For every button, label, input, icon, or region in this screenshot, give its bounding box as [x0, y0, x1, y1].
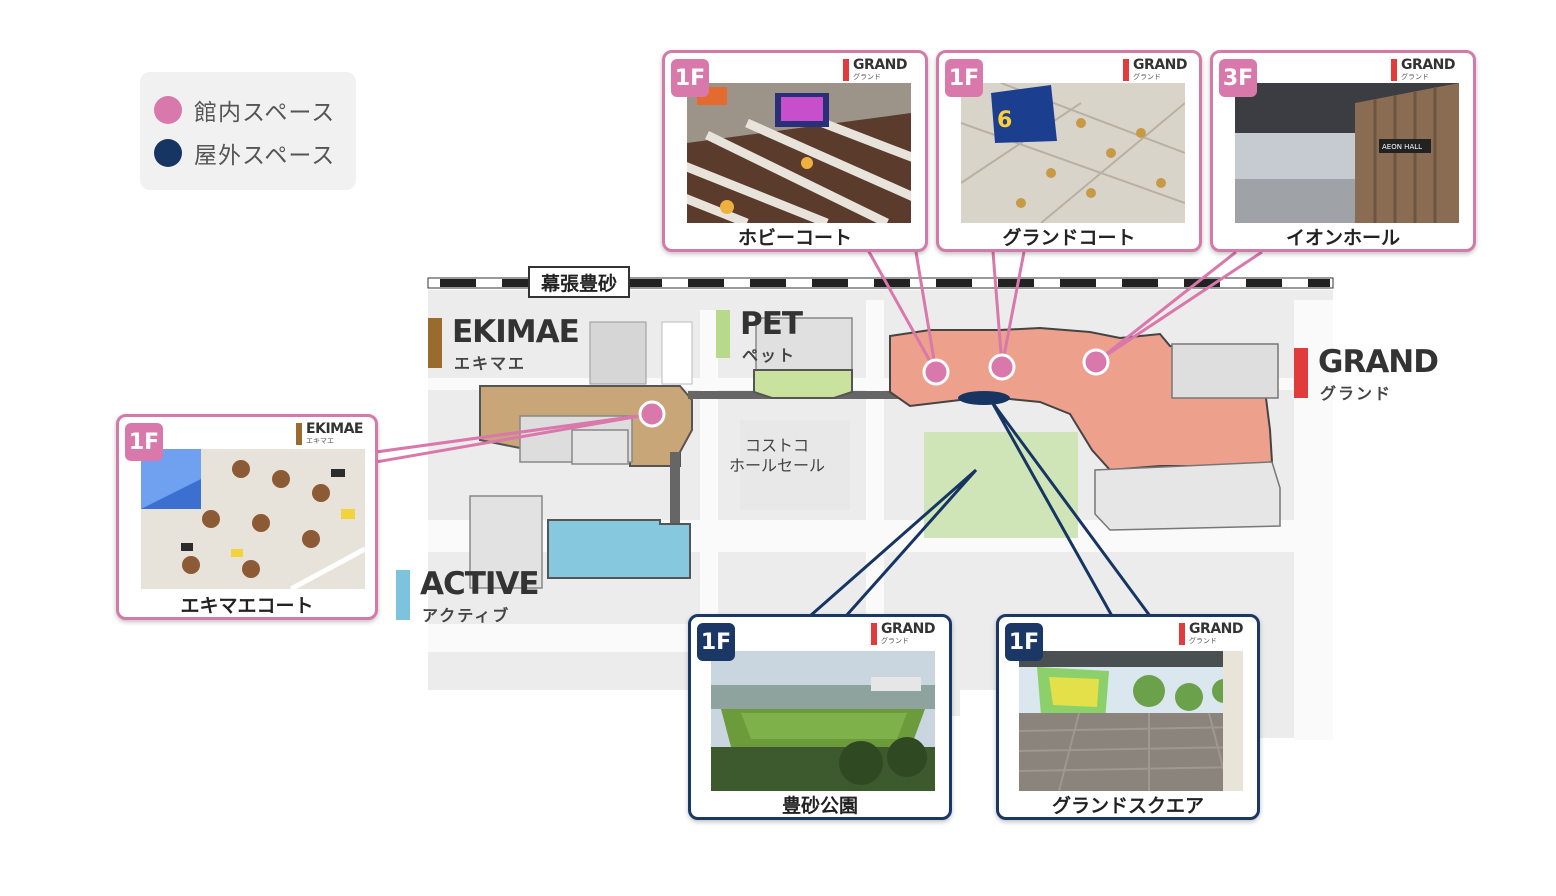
- indoor-pins: [638, 348, 1110, 428]
- floor-badge: 1F: [1005, 623, 1043, 661]
- brand-kana: グランド: [1189, 637, 1218, 645]
- brand-tag: GRAND グランド: [1391, 57, 1455, 83]
- walkway: [670, 452, 680, 526]
- floor-badge: 1F: [945, 59, 983, 97]
- active-building: [547, 519, 691, 579]
- floor-badge: 1F: [697, 623, 735, 661]
- structure: [661, 321, 693, 385]
- brand-color-bar: [871, 623, 878, 645]
- road: [428, 624, 688, 652]
- grand-court-photo: 6: [961, 83, 1185, 223]
- brand-tag: GRAND グランド: [1123, 57, 1187, 83]
- costco-block: [740, 420, 850, 510]
- legend: 館内スペース 屋外スペース: [140, 72, 356, 190]
- brand-tag: EKIMAE エキマエ: [296, 421, 363, 447]
- card-ekimae-court[interactable]: 1F EKIMAE エキマエ エキマエコート: [116, 414, 378, 620]
- floor-badge: 1F: [671, 59, 709, 97]
- brand-color-bar: [296, 423, 303, 445]
- brand-kana: グランド: [853, 73, 882, 81]
- ekimae-court-photo: [141, 449, 365, 589]
- brand-name: GRAND: [1133, 57, 1187, 73]
- hobby-court-photo: [687, 83, 911, 223]
- card-grand-square[interactable]: 1F GRAND グランド グランドスクエア: [996, 614, 1260, 820]
- grand-zone-label: GRAND: [1318, 344, 1439, 380]
- grand-annex-south: [1094, 461, 1281, 531]
- station-label: 幕張豊砂: [528, 266, 630, 298]
- legend-label: 屋外スペース: [194, 143, 336, 169]
- svg-text:6: 6: [997, 108, 1012, 133]
- active-zone-label: ACTIVE: [420, 566, 540, 602]
- costco-label: コストコ ホールセール: [722, 436, 832, 476]
- ekimae-zone-label: EKIMAE: [452, 314, 580, 350]
- ekimae-inner: [571, 429, 629, 465]
- brand-name: GRAND: [1189, 621, 1243, 637]
- active-color-bar: [396, 570, 410, 620]
- brand-kana: グランド: [1401, 73, 1430, 81]
- active-zone-kana: アクティブ: [422, 606, 511, 625]
- card-title: ホビーコート: [737, 227, 852, 249]
- costco-label-line2: ホールセール: [728, 456, 825, 475]
- card-title: 豊砂公園: [781, 795, 858, 817]
- grand-annex: [1171, 343, 1279, 399]
- grand-square-photo: [1019, 651, 1243, 791]
- legend-label: 館内スペース: [194, 100, 336, 126]
- ekimae-color-bar: [428, 318, 442, 368]
- toyosuna-park-photo: [711, 651, 935, 791]
- brand-name: GRAND: [1401, 57, 1455, 73]
- structure: [589, 321, 647, 385]
- brand-tag: GRAND グランド: [1179, 621, 1243, 647]
- brand-name: GRAND: [881, 621, 935, 637]
- legend-item-indoor: 館内スペース: [154, 93, 335, 127]
- brand-kana: グランド: [881, 637, 910, 645]
- grand-zone-kana: グランド: [1320, 384, 1393, 403]
- brand-kana: エキマエ: [306, 437, 335, 445]
- aeon-hall-photo: AEON HALL: [1235, 83, 1459, 223]
- card-toyosuna-park[interactable]: 1F GRAND グランド 豊砂公園: [688, 614, 952, 820]
- card-aeon-hall[interactable]: AEON HALL 3F GRAND グランド イオンホール: [1210, 50, 1476, 252]
- card-title: グランドスクエア: [1051, 795, 1204, 817]
- pet-color-bar: [716, 310, 730, 358]
- brand-color-bar: [1391, 59, 1398, 81]
- costco-label-line1: コストコ: [744, 436, 809, 455]
- brand-name: EKIMAE: [306, 421, 363, 437]
- active-annex: [469, 495, 543, 589]
- pet-building: [753, 369, 853, 399]
- pet-zone-kana: ペット: [742, 346, 797, 365]
- card-title: グランドコート: [1002, 227, 1136, 249]
- floor-badge: 1F: [125, 423, 163, 461]
- brand-tag: GRAND グランド: [871, 621, 935, 647]
- indoor-dot-icon: [154, 96, 182, 124]
- grand-color-bar: [1294, 348, 1308, 398]
- card-hobby-court[interactable]: 1F GRAND グランド ホビーコート: [662, 50, 928, 252]
- brand-color-bar: [1123, 59, 1130, 81]
- pet-zone-label: PET: [740, 306, 803, 342]
- aeon-hall-sign: AEON HALL: [1382, 143, 1422, 151]
- road: [700, 310, 718, 710]
- card-title: エキマエコート: [180, 595, 314, 617]
- card-grand-court[interactable]: 6 1F GRAND グランド グランドコート: [936, 50, 1202, 252]
- brand-color-bar: [1179, 623, 1186, 645]
- legend-item-outdoor: 屋外スペース: [154, 136, 335, 170]
- ekimae-zone-kana: エキマエ: [454, 354, 527, 373]
- card-title: イオンホール: [1285, 227, 1400, 249]
- brand-kana: グランド: [1133, 73, 1162, 81]
- brand-tag: GRAND グランド: [843, 57, 907, 83]
- outdoor-dot-icon: [154, 139, 182, 167]
- floor-badge: 3F: [1219, 59, 1257, 97]
- callout-leaders-outdoor: [809, 401, 1152, 618]
- brand-name: GRAND: [853, 57, 907, 73]
- pet-building-top: [755, 317, 853, 379]
- brand-color-bar: [843, 59, 850, 81]
- grand-square-marker: [958, 391, 1010, 405]
